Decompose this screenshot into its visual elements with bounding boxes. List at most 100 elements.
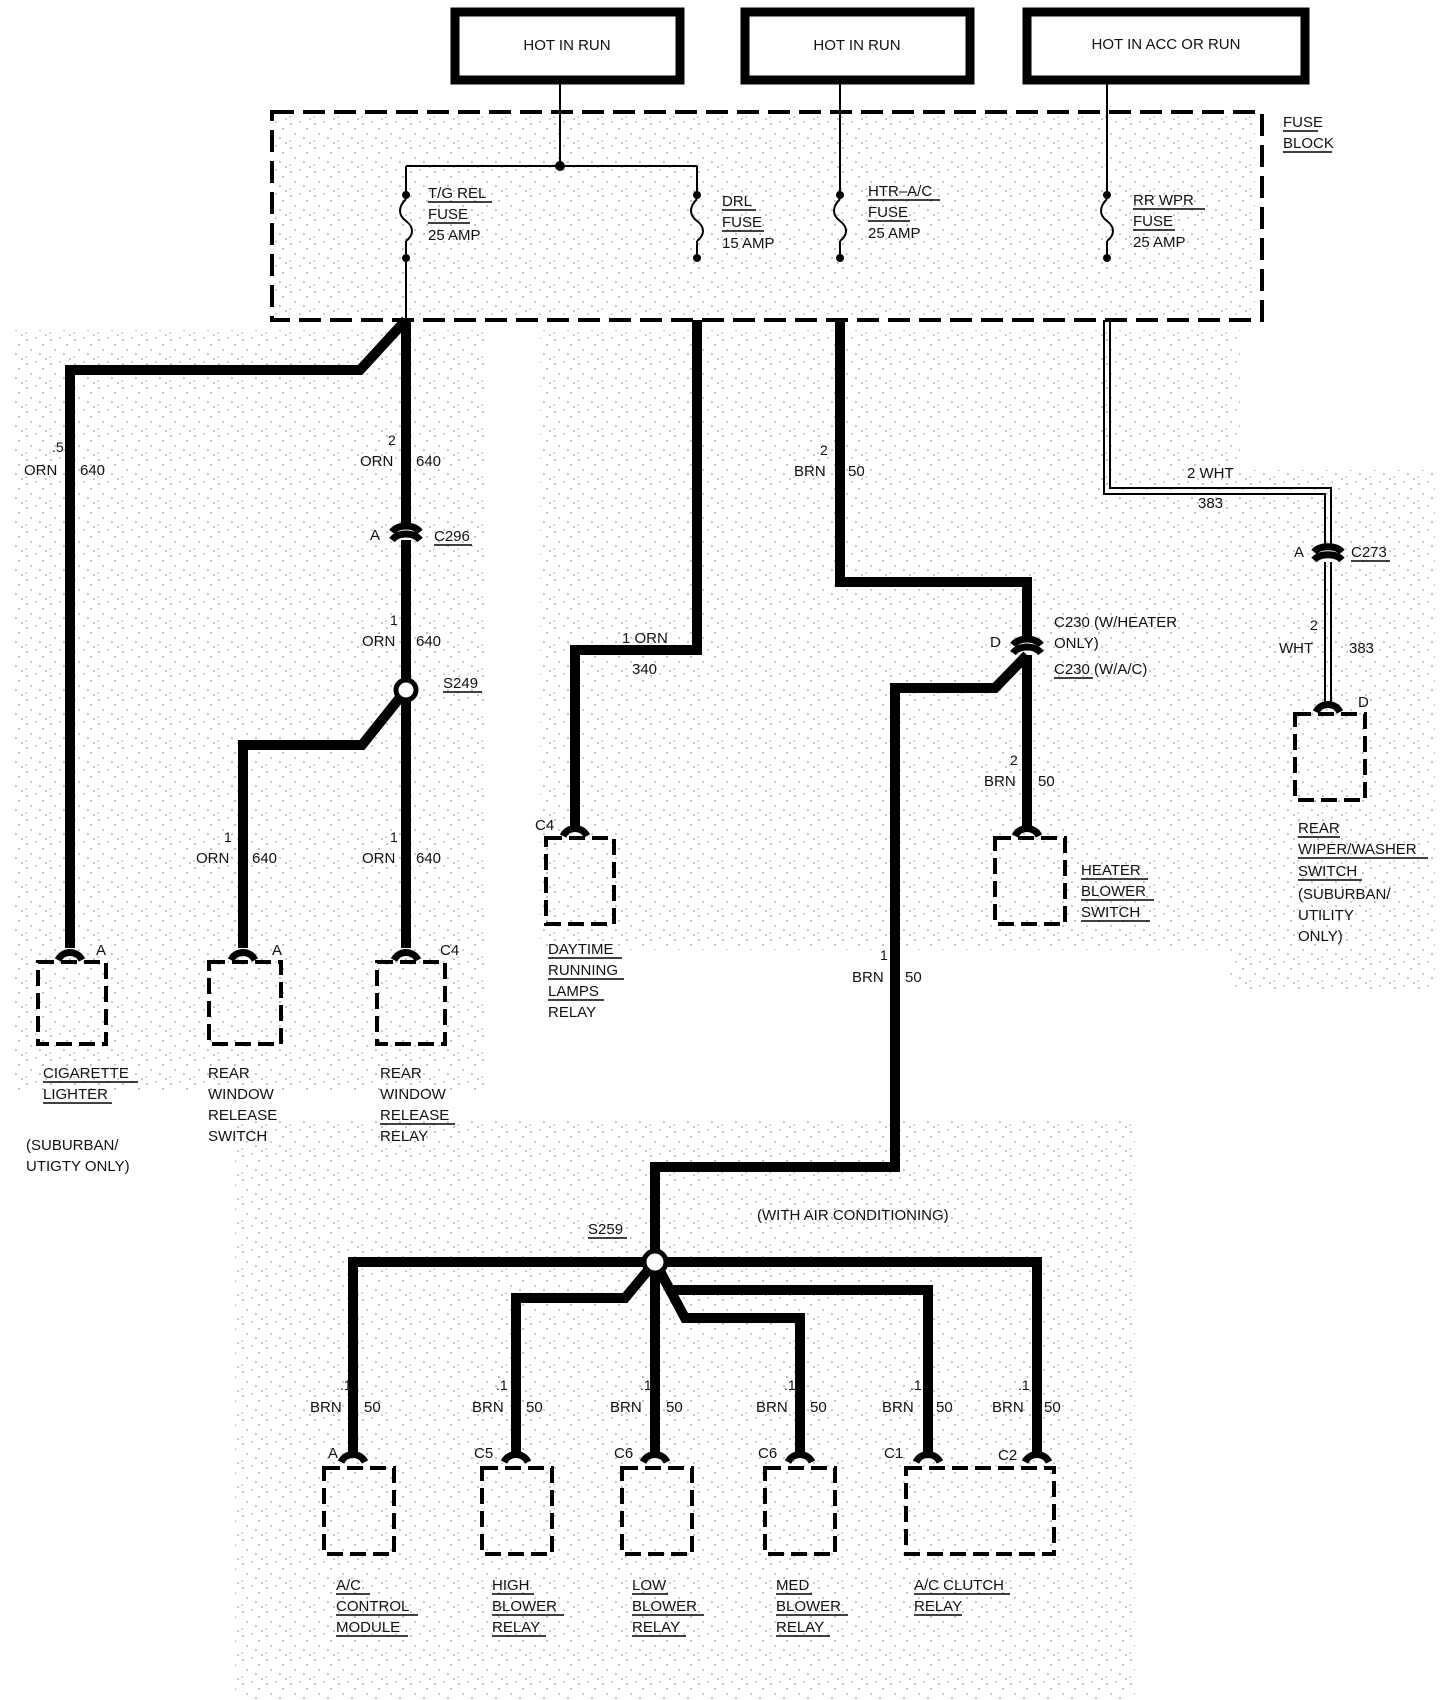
wire-drl-gauge-color: 1 ORN (622, 630, 668, 647)
connector-c296-name: C296 (434, 528, 470, 545)
splice-s259-label: S259 (588, 1221, 623, 1238)
fuse-htr-ac-rating: 25 AMP (868, 225, 921, 242)
lighter-note-1: (SUBURBAN/ (26, 1137, 119, 1154)
clutch-relay-pin-2: C2 (998, 1447, 1017, 1464)
wire-drl-circuit: 340 (632, 661, 657, 678)
wire-htr-ac-color: BRN (852, 969, 884, 986)
ac-module-line-2: CONTROL (336, 1598, 409, 1615)
wire-wpr-upper-gauge-color: 2 WHT (1187, 465, 1234, 482)
rw-relay-line-1: REAR (380, 1065, 422, 1082)
ac-branch-1-gauge: .1 (340, 1377, 352, 1393)
wire-htr-heater-gauge: 2 (1010, 752, 1018, 768)
rw-switch-line-2: WINDOW (208, 1086, 275, 1103)
wiper-switch-pin: D (1358, 694, 1369, 711)
ac-branch-4-color: BRN (756, 1399, 788, 1416)
rw-switch-pin: A (272, 942, 282, 959)
wire-lighter-gauge: .5 (52, 439, 64, 455)
heater-switch-line-1: HEATER (1081, 862, 1141, 879)
fuse-htr-ac: HTR–A/C FUSE 25 AMP (833, 183, 940, 262)
htr-ac-circuit: 2 BRN 50 D C230 (W/HEATER ONLY) C230 (W/… (650, 320, 1177, 1262)
low-relay-line-3: RELAY (632, 1619, 680, 1636)
component-rear-window-relay: C4 REAR WINDOW RELEASE RELAY (375, 942, 459, 1145)
lighter-line-1: CIGARETTE (43, 1065, 129, 1082)
wire-htr-ac-circuit: 50 (905, 969, 922, 986)
component-heater-blower-switch: HEATER BLOWER SWITCH (993, 825, 1154, 926)
high-relay-line-3: RELAY (492, 1619, 540, 1636)
rw-switch-line-4: SWITCH (208, 1128, 267, 1145)
wire-tg-lower-circuit: 640 (416, 633, 441, 650)
components: A CIGARETTE LIGHTER (SUBURBAN/ UTIGTY ON… (26, 694, 1428, 1637)
fuse-rr-wpr-rating: 25 AMP (1133, 234, 1186, 251)
ac-branch-2-circuit: 50 (526, 1399, 543, 1416)
high-relay-line-1: HIGH (492, 1577, 530, 1594)
wiper-switch-note-2: UTILITY (1298, 907, 1354, 924)
hot-label-1: HOT IN RUN (523, 37, 610, 54)
lighter-pin: A (96, 942, 106, 959)
hot-box-2 (740, 7, 975, 85)
drl-relay-line-3: LAMPS (548, 983, 599, 1000)
wire-sw-branch-color: ORN (196, 850, 229, 867)
connector-c230-ac: C230 (W/A/C) (1054, 661, 1147, 678)
high-relay-pin: C5 (474, 1445, 493, 1462)
ac-branch-5-gauge: .1 (910, 1377, 922, 1393)
fuse-rr-wpr-sub: FUSE (1133, 213, 1173, 230)
rw-relay-line-4: RELAY (380, 1128, 428, 1145)
rw-relay-pin: C4 (440, 942, 459, 959)
ac-module-line-1: A/C (336, 1577, 361, 1594)
component-ac-clutch-relay: C1 C2 A/C CLUTCH RELAY (884, 1445, 1056, 1616)
wire-tg-upper-circuit: 640 (416, 453, 441, 470)
wiper-switch-line-2: WIPER/WASHER (1298, 841, 1417, 858)
ac-branch-6-color: BRN (992, 1399, 1024, 1416)
wire-htr-ac-gauge: 1 (880, 947, 888, 963)
med-relay-line-2: BLOWER (776, 1598, 841, 1615)
ac-module-line-3: MODULE (336, 1619, 400, 1636)
rr-wpr-circuit: 2 WHT 383 A C273 2 WHT 383 (1103, 320, 1390, 708)
clutch-relay-pin-1: C1 (884, 1445, 903, 1462)
hot-box-3 (1022, 7, 1310, 85)
fuse-drl: DRL FUSE 15 AMP (690, 191, 775, 262)
connector-c273-pin: A (1294, 544, 1304, 561)
heater-switch-line-2: BLOWER (1081, 883, 1146, 900)
ac-branch-2-gauge: .1 (496, 1377, 508, 1393)
clutch-relay-line-1: A/C CLUTCH (914, 1577, 1004, 1594)
ac-branch-3-gauge: .1 (640, 1377, 652, 1393)
fuse-block-outline (270, 110, 1264, 322)
ac-branch-4-gauge: .1 (784, 1377, 796, 1393)
low-relay-line-1: LOW (632, 1577, 667, 1594)
med-relay-pin: C6 (758, 1445, 777, 1462)
wiper-switch-line-1: REAR (1298, 820, 1340, 837)
component-drl-relay: C4 DAYTIME RUNNING LAMPS RELAY (535, 817, 624, 1021)
wire-lighter-circuit: 640 (80, 462, 105, 479)
drl-circuit: 1 ORN 340 (570, 320, 702, 830)
fuse-tg-rel: T/G REL FUSE 25 AMP (399, 185, 492, 318)
splice-s249-dot (393, 677, 419, 703)
ac-branch-labels: .1 BRN 50 .1 BRN 50 .1 BRN 50 .1 BRN 50 … (310, 1377, 1061, 1416)
fuse-tg-rel-name: T/G REL (428, 185, 486, 202)
ac-module-pin: A (328, 1445, 338, 1462)
heater-switch-line-3: SWITCH (1081, 904, 1140, 921)
background-texture (15, 115, 1435, 1700)
ac-branch-3-color: BRN (610, 1399, 642, 1416)
fuse-tg-rel-rating: 25 AMP (428, 227, 481, 244)
low-relay-line-2: BLOWER (632, 1598, 697, 1615)
ac-branch-1-circuit: 50 (364, 1399, 381, 1416)
rw-relay-line-3: RELEASE (380, 1107, 449, 1124)
high-relay-line-2: BLOWER (492, 1598, 557, 1615)
component-rear-window-switch: A REAR WINDOW RELEASE SWITCH (207, 942, 283, 1145)
ac-branch-5-circuit: 50 (936, 1399, 953, 1416)
rw-switch-line-1: REAR (208, 1065, 250, 1082)
hot-label-3: HOT IN ACC OR RUN (1092, 36, 1241, 53)
wire-tg-lower-gauge: 1 (390, 612, 398, 628)
ac-branch-6-circuit: 50 (1044, 1399, 1061, 1416)
tg-rel-circuit: .5 ORN 640 2 ORN 640 A C296 1 ORN 640 S2… (24, 316, 482, 948)
wire-wpr-upper-circuit: 383 (1198, 495, 1223, 512)
wire-htr-main-gauge: 2 (820, 442, 828, 458)
wire-sw-branch-circuit: 640 (252, 850, 277, 867)
fuse-rr-wpr: RR WPR FUSE 25 AMP (1100, 191, 1205, 262)
ac-branch-5-color: BRN (882, 1399, 914, 1416)
power-source-labels: HOT IN RUN HOT IN RUN HOT IN ACC OR RUN (450, 7, 1310, 85)
wiper-switch-note-3: ONLY) (1298, 928, 1343, 945)
fuse-rr-wpr-name: RR WPR (1133, 192, 1194, 209)
drl-relay-line-1: DAYTIME (548, 941, 614, 958)
